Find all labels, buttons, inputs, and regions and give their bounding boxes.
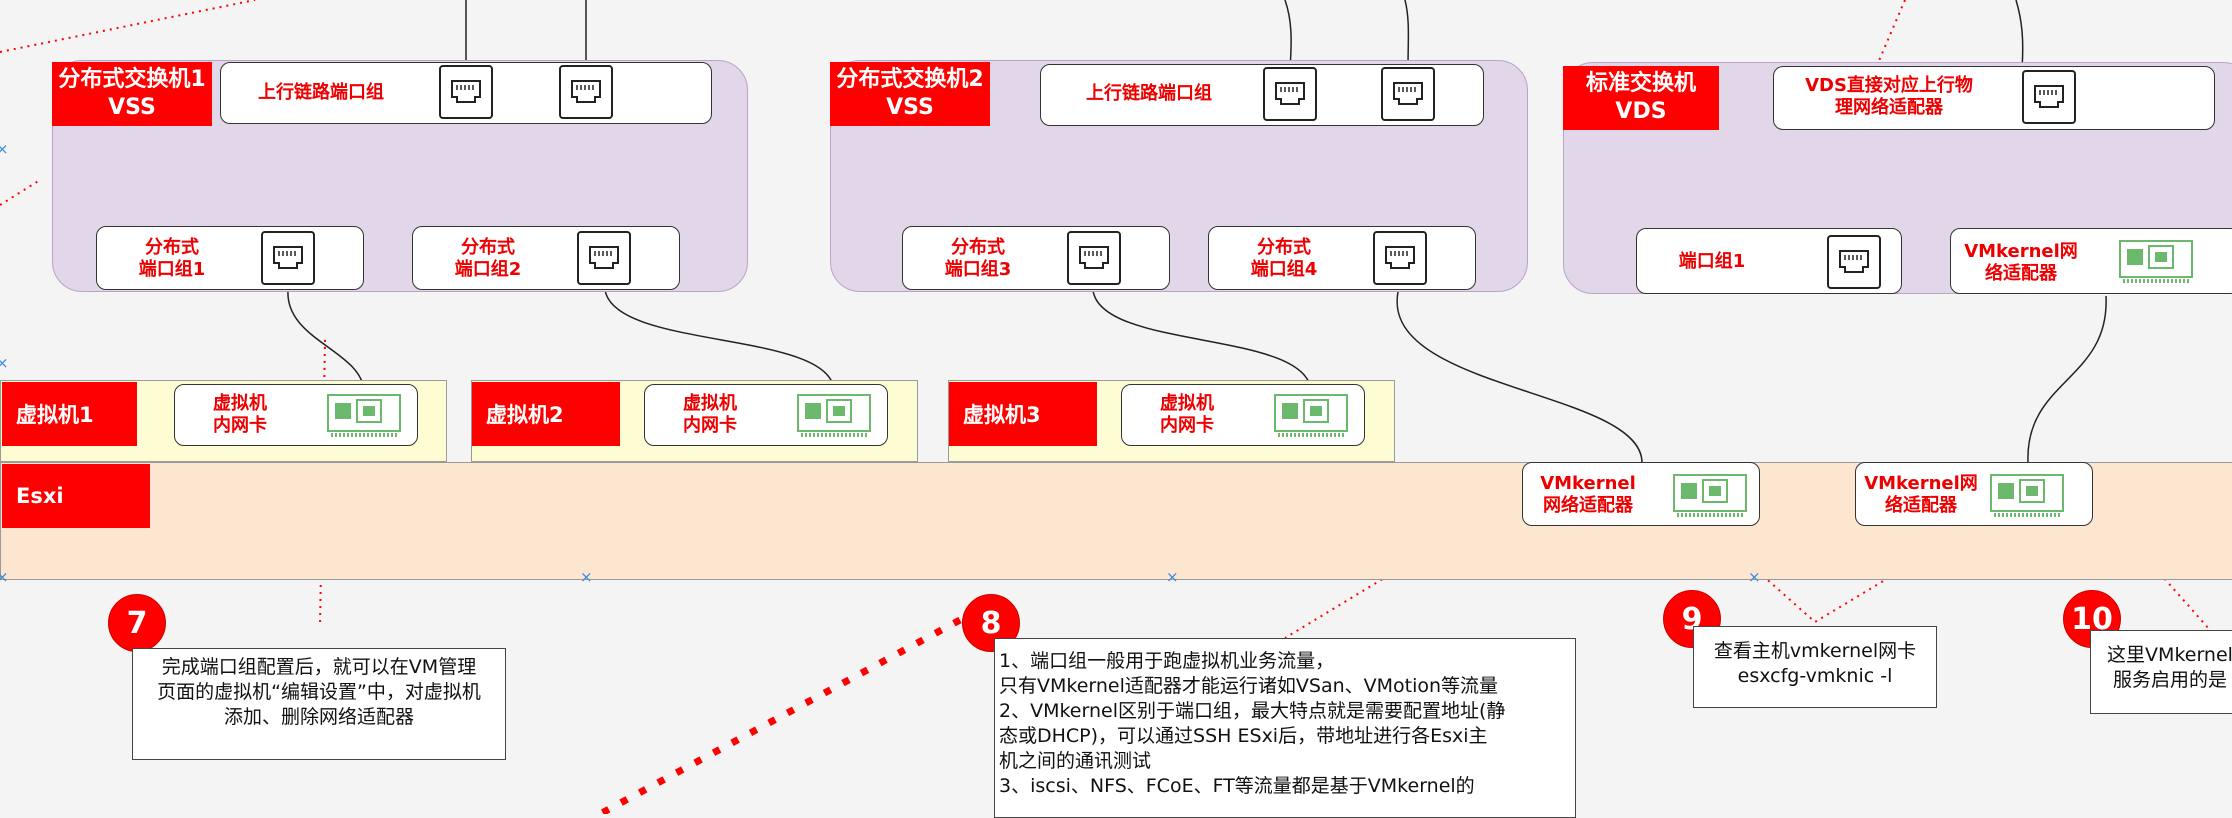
cable-line bbox=[2015, 0, 2024, 69]
note-box: 查看主机vmkernel网卡 esxcfg-vmknic -l bbox=[1693, 626, 1937, 708]
note-box: 完成端口组配置后，就可以在VM管理 页面的虚拟机“编辑设置”中，对虚拟机 添加、… bbox=[132, 648, 506, 760]
step-number-badge: 7 bbox=[108, 594, 166, 652]
vm-nic-label: 虚拟机 内网卡 bbox=[1160, 393, 1214, 436]
vmkernel-adapter-label: VMkernel网 络适配器 bbox=[1864, 473, 1978, 516]
cable-line bbox=[1284, 0, 1292, 69]
cable-line bbox=[1396, 291, 1643, 463]
uplink-adapter-box[interactable]: VDS直接对应上行物 理网络适配器 bbox=[1773, 66, 2215, 130]
rj45-port-icon bbox=[1373, 231, 1427, 285]
port-group-label: 分布式 端口组3 bbox=[944, 237, 1012, 280]
selection-handle: × bbox=[580, 568, 593, 586]
uplink-portgroup-box[interactable]: 上行链路端口组 bbox=[1040, 64, 1484, 126]
network-card-icon bbox=[1671, 471, 1751, 521]
cable-line bbox=[604, 289, 835, 391]
vm-nic-box[interactable]: 虚拟机 内网卡 bbox=[174, 384, 418, 446]
rj45-port-icon bbox=[1263, 67, 1317, 121]
rj45-port-icon bbox=[2022, 70, 2076, 124]
uplink-portgroup-box[interactable]: 上行链路端口组 bbox=[220, 62, 712, 124]
port-group-box[interactable]: 端口组1 bbox=[1636, 228, 1902, 294]
selection-handle: × bbox=[0, 354, 9, 372]
port-group-label: 分布式 端口组2 bbox=[454, 237, 522, 280]
vm-label: 虚拟机2 bbox=[472, 382, 620, 446]
rj45-port-icon bbox=[1827, 235, 1881, 289]
selection-handle: × bbox=[0, 568, 9, 586]
vm-nic-label: 虚拟机 内网卡 bbox=[213, 393, 267, 436]
step-number-badge: 9 bbox=[1663, 590, 1721, 648]
network-card-icon bbox=[325, 391, 405, 441]
rj45-port-icon bbox=[1067, 231, 1121, 285]
uplink-adapter-label: VDS直接对应上行物 理网络适配器 bbox=[1805, 75, 1973, 118]
uplink-portgroup-label: 上行链路端口组 bbox=[1086, 83, 1212, 104]
port-group-label: 分布式 端口组1 bbox=[138, 237, 206, 280]
vmkernel-adapter-box[interactable]: VMkernel 网络适配器 bbox=[1522, 462, 1760, 526]
vm-nic-label: 虚拟机 内网卡 bbox=[683, 393, 737, 436]
port-group-label: 端口组1 bbox=[1678, 251, 1746, 272]
vmkernel-adapter-box[interactable]: VMkernel网 络适配器 bbox=[1950, 228, 2232, 294]
vm-label: 虚拟机3 bbox=[949, 382, 1097, 446]
port-group-box[interactable]: 分布式 端口组1 bbox=[96, 226, 364, 290]
uplink-portgroup-label: 上行链路端口组 bbox=[258, 82, 384, 103]
cable-line bbox=[287, 289, 365, 391]
switch3-label: 标准交换机 VDS bbox=[1563, 66, 1719, 130]
selection-handle: × bbox=[1166, 568, 1179, 586]
port-group-box[interactable]: 分布式 端口组3 bbox=[902, 226, 1170, 290]
network-card-icon bbox=[1988, 471, 2068, 521]
selection-handle: × bbox=[0, 140, 9, 158]
network-card-icon bbox=[795, 391, 875, 441]
rj45-port-icon bbox=[1381, 67, 1435, 121]
rj45-port-icon bbox=[439, 65, 493, 119]
switch1-label: 分布式交换机1 VSS bbox=[52, 62, 212, 126]
cable-line bbox=[1404, 0, 1410, 69]
port-group-box[interactable]: 分布式 端口组2 bbox=[412, 226, 680, 290]
selection-handle: × bbox=[1748, 568, 1761, 586]
switch2-label: 分布式交换机2 VSS bbox=[830, 62, 990, 126]
dotted-pointer bbox=[1874, 0, 1906, 71]
dotted-pointer bbox=[0, 179, 41, 206]
network-card-icon bbox=[2117, 237, 2197, 287]
rj45-port-icon bbox=[559, 65, 613, 119]
dotted-pointer-bold bbox=[598, 616, 962, 814]
rj45-port-icon bbox=[261, 231, 315, 285]
note-box: 1、端口组一般用于跑虚拟机业务流量， 只有VMkernel适配器才能运行诸如VS… bbox=[994, 638, 1576, 818]
cable-line bbox=[2027, 295, 2107, 463]
esxi-label: Esxi bbox=[2, 464, 150, 528]
vmkernel-adapter-label: VMkernel 网络适配器 bbox=[1540, 473, 1636, 516]
dotted-pointer bbox=[0, 0, 256, 53]
rj45-port-icon bbox=[577, 231, 631, 285]
vmkernel-adapter-box[interactable]: VMkernel网 络适配器 bbox=[1855, 462, 2093, 526]
vmkernel-adapter-label: VMkernel网 络适配器 bbox=[1964, 241, 2078, 284]
vm-nic-box[interactable]: 虚拟机 内网卡 bbox=[1121, 384, 1365, 446]
port-group-box[interactable]: 分布式 端口组4 bbox=[1208, 226, 1476, 290]
network-card-icon bbox=[1272, 391, 1352, 441]
note-box: 这里VMkernel 服务启用的是 bbox=[2090, 630, 2232, 714]
vm-nic-box[interactable]: 虚拟机 内网卡 bbox=[644, 384, 888, 446]
cable-line bbox=[1092, 289, 1312, 391]
vm-label: 虚拟机1 bbox=[2, 382, 137, 446]
port-group-label: 分布式 端口组4 bbox=[1250, 237, 1318, 280]
